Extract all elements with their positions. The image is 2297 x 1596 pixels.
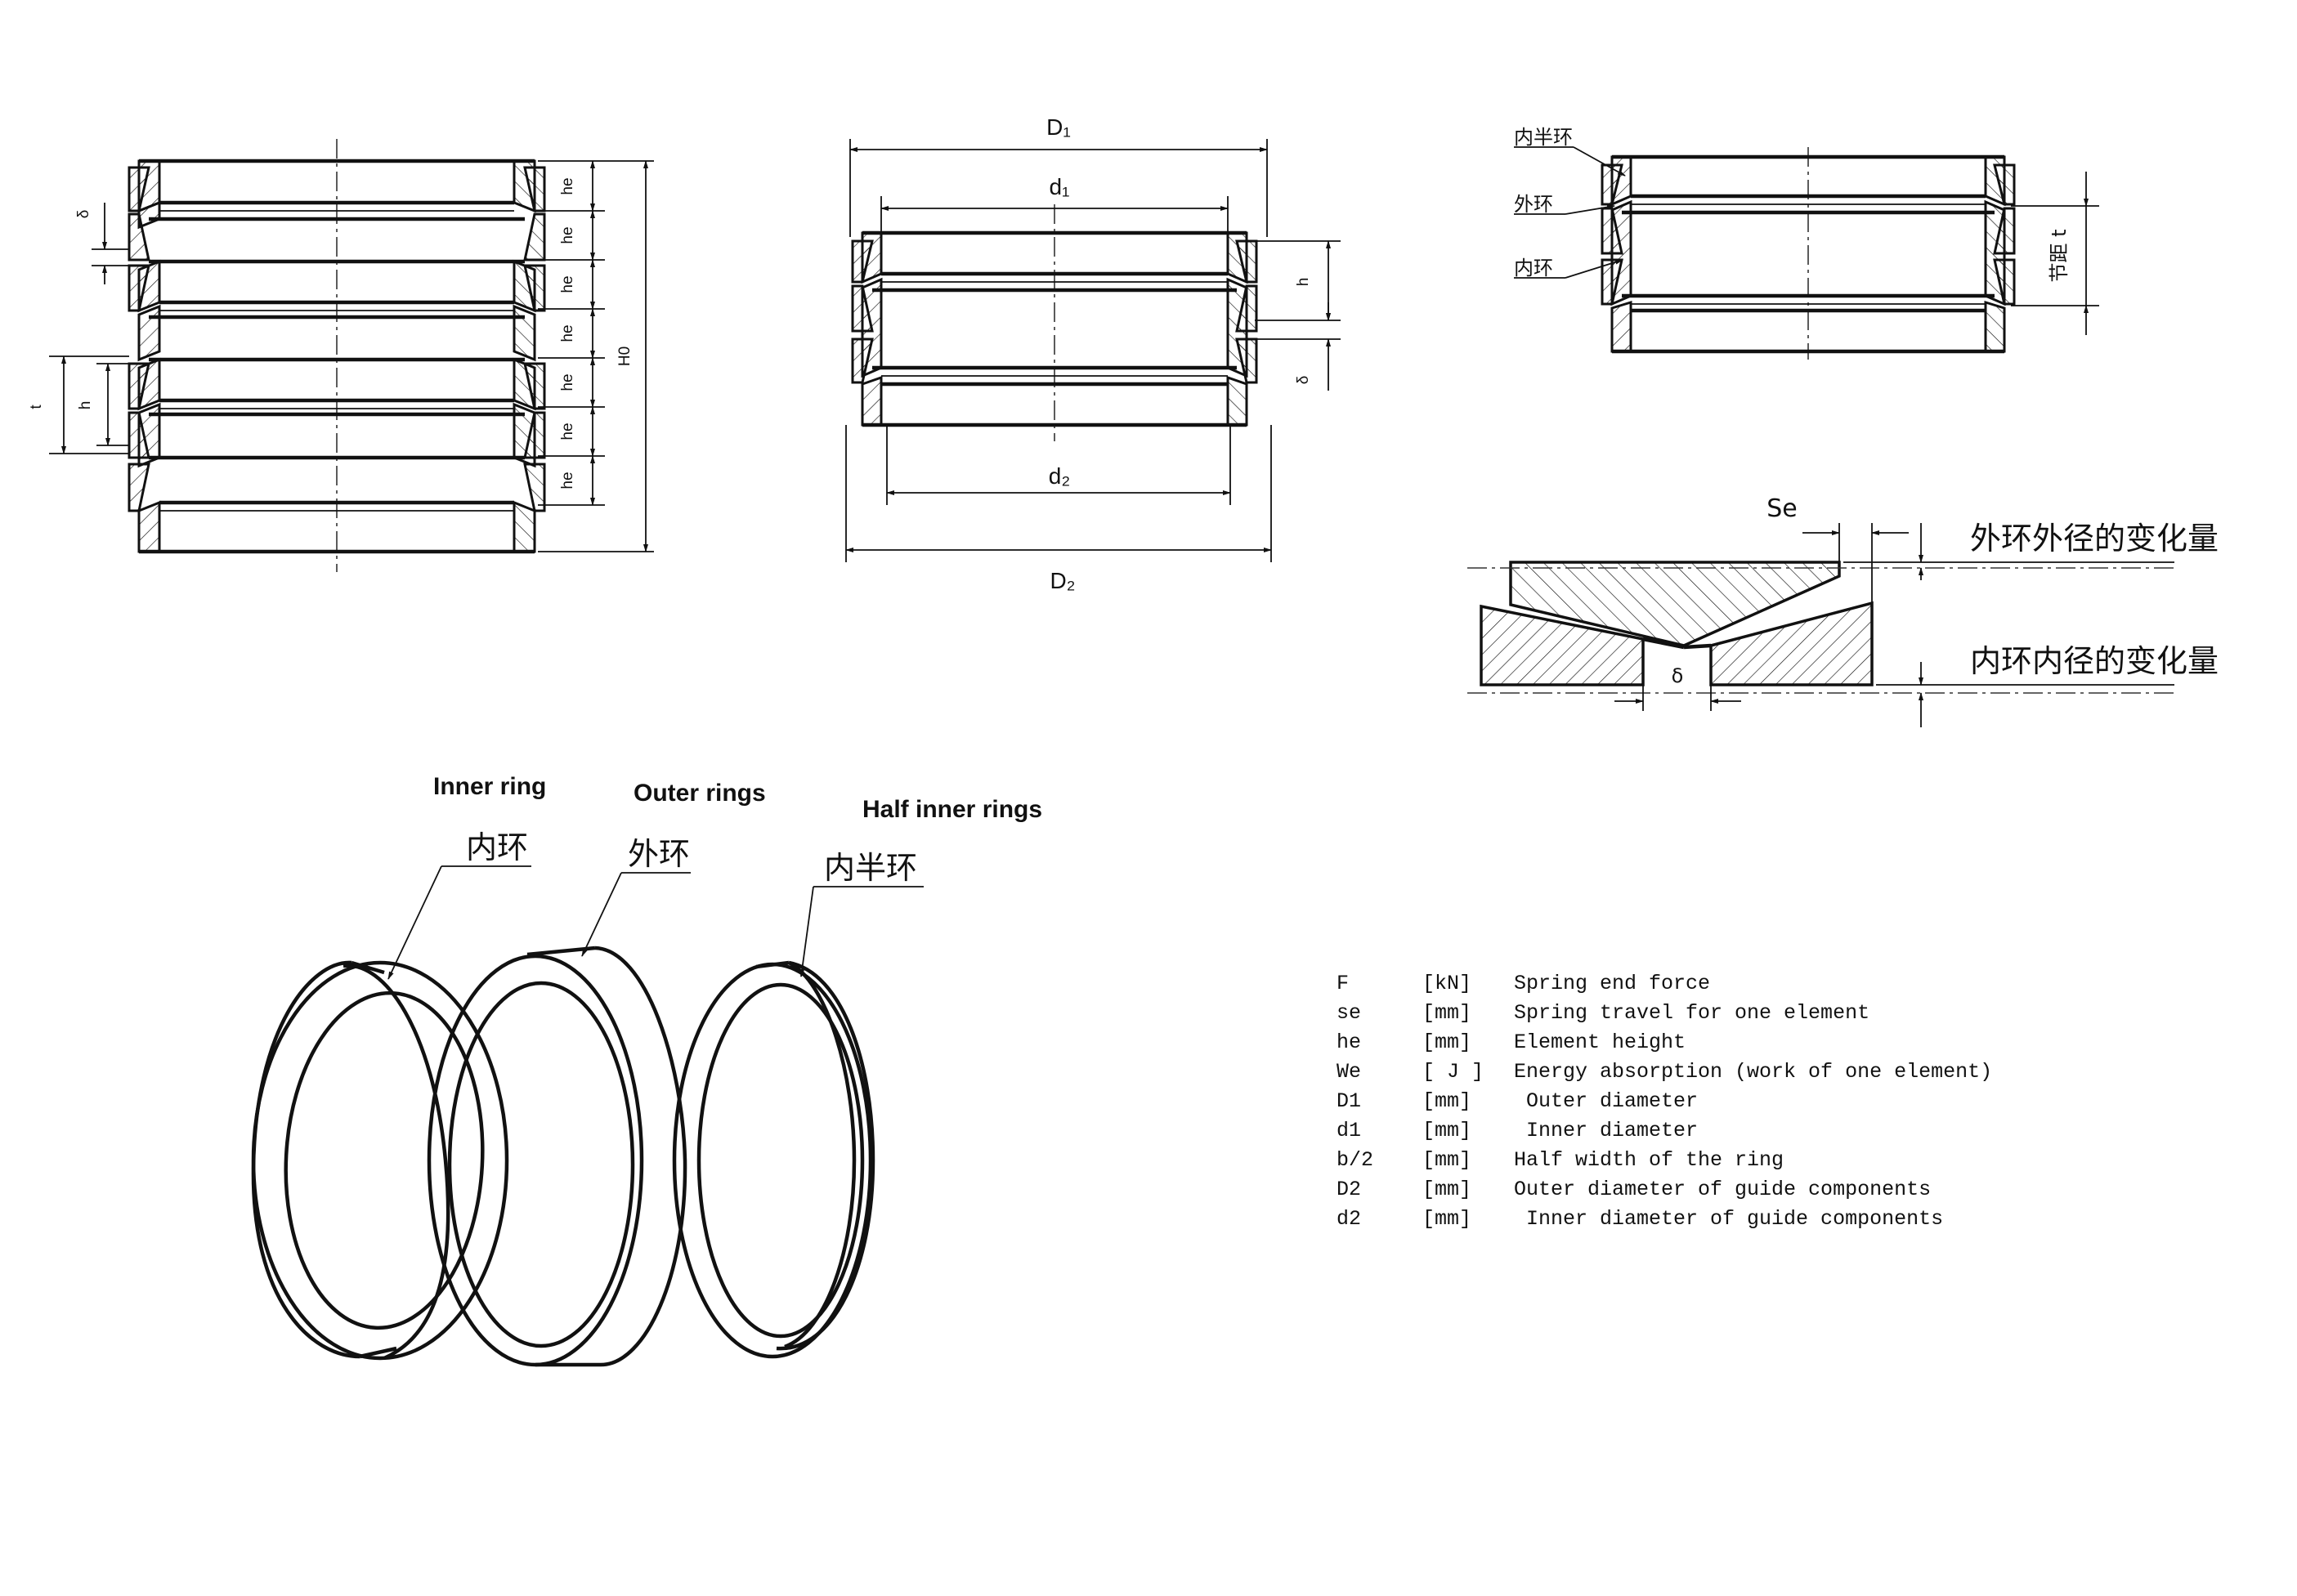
legend-unit: [mm] <box>1422 1207 1471 1231</box>
label-delta-stack: δ <box>75 210 92 219</box>
legend-row: se [mm] Spring travel for one element <box>1337 1001 1869 1025</box>
legend-unit: [mm] <box>1422 1119 1471 1142</box>
pitch-section-view: 内半环 外环 内环 节距 t <box>1514 126 2099 360</box>
legend-description: Outer diameter of guide components <box>1514 1178 1931 1201</box>
label-outer-rings-en: Outer rings <box>634 780 766 807</box>
deformation-detail-view: δ Se 外环外径的变化量 内环内径的变化量 <box>1467 494 2219 727</box>
legend-symbol: D2 <box>1337 1178 1361 1201</box>
legend-row: D1 [mm] Outer diameter <box>1337 1089 1698 1113</box>
label-d1: d₁ <box>1049 174 1069 199</box>
label-he-5: he <box>559 373 576 391</box>
legend-unit: [ J ] <box>1422 1060 1484 1084</box>
stack-section-view: he he he he he he he H0 δ t h <box>28 139 654 572</box>
label-he-1: he <box>559 177 576 194</box>
legend-description: Outer diameter <box>1514 1089 1698 1113</box>
label-half-inner-rings-cn: 内半环 <box>824 850 917 886</box>
label-delta-detail: δ <box>1672 664 1684 687</box>
stack-dims-left: δ t h <box>28 203 129 454</box>
outer-ring-3d <box>427 946 687 1367</box>
label-pitch: 节距 t <box>2048 229 2071 282</box>
label-half-inner-rings-en: Half inner rings <box>862 796 1042 823</box>
inner-ring-3d <box>251 960 509 1361</box>
label-h-stack: h <box>77 401 94 410</box>
label-h0: H0 <box>616 346 634 366</box>
legend-unit: [mm] <box>1422 1148 1471 1172</box>
legend-symbol: D1 <box>1337 1089 1361 1113</box>
label-he-7: he <box>559 472 576 489</box>
legend-symbol: he <box>1337 1030 1361 1054</box>
symbol-legend: F [kN] Spring end force se [mm] Spring t… <box>1337 972 1992 1231</box>
label-inner-ring-section: 内环 <box>1514 257 1553 279</box>
legend-row: b/2 [mm] Half width of the ring <box>1337 1148 1784 1172</box>
label-he-2: he <box>559 226 576 244</box>
label-d2: d₂ <box>1049 463 1070 489</box>
legend-unit: [mm] <box>1422 1001 1471 1025</box>
stack-right-rings <box>513 159 546 553</box>
legend-unit: [mm] <box>1422 1178 1471 1201</box>
label-inner-diameter-change: 内环内径的变化量 <box>1970 643 2219 679</box>
legend-unit: [mm] <box>1422 1030 1471 1054</box>
rings-leaders <box>387 865 924 980</box>
label-inner-ring-cn: 内环 <box>466 829 528 865</box>
legend-row: d1 [mm] Inner diameter <box>1337 1119 1698 1142</box>
label-delta-diam: δ <box>1295 376 1312 385</box>
legend-unit: [mm] <box>1422 1089 1471 1113</box>
label-D1: D₁ <box>1046 114 1071 140</box>
diameter-left-rings <box>851 231 883 427</box>
pitch-dims: 节距 t <box>2011 172 2099 335</box>
legend-description: Inner diameter of guide components <box>1514 1207 1943 1231</box>
legend-description: Spring end force <box>1514 972 1710 995</box>
legend-symbol: We <box>1337 1060 1361 1084</box>
stack-ring-bodies <box>139 159 535 554</box>
label-he-4: he <box>559 324 576 342</box>
legend-symbol: b/2 <box>1337 1148 1373 1172</box>
label-outer-diameter-change: 外环外径的变化量 <box>1970 521 2219 557</box>
legend-description: Spring travel for one element <box>1514 1001 1869 1025</box>
legend-description: Half width of the ring <box>1514 1148 1784 1172</box>
legend-symbol: F <box>1337 972 1349 995</box>
legend-unit: [kN] <box>1422 972 1471 995</box>
legend-row: D2 [mm] Outer diameter of guide componen… <box>1337 1178 1931 1201</box>
legend-row: F [kN] Spring end force <box>1337 972 1710 995</box>
legend-row: he [mm] Element height <box>1337 1030 1686 1054</box>
label-half-inner-ring-section: 内半环 <box>1514 126 1573 149</box>
label-inner-ring-en: Inner ring <box>433 773 546 800</box>
legend-symbol: se <box>1337 1001 1361 1025</box>
label-outer-rings-cn: 外环 <box>628 836 690 872</box>
pitch-leaders: 内半环 外环 内环 <box>1514 126 1626 279</box>
label-he-3: he <box>559 275 576 293</box>
legend-description: Inner diameter <box>1514 1119 1698 1142</box>
diameter-ring-bodies <box>862 230 1247 427</box>
legend-description: Element height <box>1514 1030 1686 1054</box>
legend-row: We [ J ] Energy absorption (work of one … <box>1337 1060 1992 1084</box>
rings-3d-view: Inner ring 内环 Outer rings 外环 Half inner … <box>251 773 1042 1367</box>
pitch-left-rings <box>1601 155 1632 353</box>
legend-row: d2 [mm] Inner diameter of guide componen… <box>1337 1207 1943 1231</box>
label-h-diam: h <box>1295 278 1312 287</box>
label-D2: D₂ <box>1050 568 1075 593</box>
pitch-right-rings <box>1984 155 2016 353</box>
outer-ring-detail <box>1509 561 1841 647</box>
stack-left-rings <box>128 159 161 553</box>
legend-symbol: d1 <box>1337 1119 1361 1142</box>
diameter-section-view: D₁ d₁ d₂ D₂ h δ <box>845 114 1341 593</box>
legend-symbol: d2 <box>1337 1207 1361 1231</box>
label-he-6: he <box>559 422 576 440</box>
label-se: Se <box>1766 494 1798 523</box>
label-t-stack: t <box>28 405 45 409</box>
label-outer-ring-section: 外环 <box>1514 193 1553 216</box>
diameter-right-rings <box>1226 231 1258 427</box>
pitch-ring-bodies <box>1612 154 2004 354</box>
legend-description: Energy absorption (work of one element) <box>1514 1060 1992 1084</box>
inner-ring-detail-right <box>1709 601 1874 686</box>
half-inner-ring-3d <box>672 960 875 1359</box>
diameter-dims: D₁ d₁ d₂ D₂ h δ <box>845 114 1341 593</box>
stack-dims-right: he he he he he he he H0 <box>538 160 654 552</box>
